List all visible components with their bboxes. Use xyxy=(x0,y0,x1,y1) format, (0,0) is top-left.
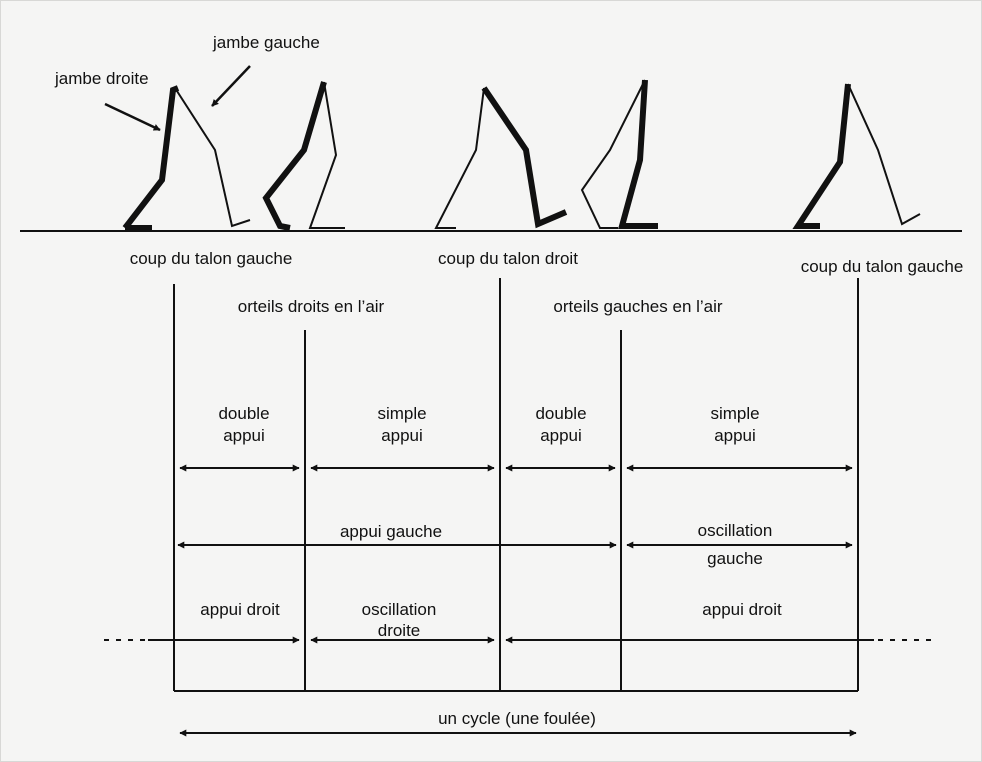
left-toes-off-label: orteils gauches en l’air xyxy=(553,297,723,316)
left-swing-line2: gauche xyxy=(707,549,763,568)
double-support-2-line1: double xyxy=(535,404,587,423)
right-swing-line1: oscillation xyxy=(361,600,437,619)
left-heel-strike-1-label: coup du talon gauche xyxy=(129,249,293,268)
right-heel-strike-label: coup du talon droit xyxy=(438,249,578,268)
leg-figure-5 xyxy=(792,83,921,229)
leg-figure-3 xyxy=(434,86,568,229)
leg-figures xyxy=(122,79,921,231)
cycle-label: un cycle (une foulée) xyxy=(438,709,596,728)
left-heel-strike-2-label: coup du talon gauche xyxy=(800,257,964,276)
right-leg-label: jambe droite xyxy=(55,69,149,88)
simple-support-2-line2: appui xyxy=(714,426,756,445)
right-support-after-label: appui droit xyxy=(702,600,782,619)
left-leg-label: jambe gauche xyxy=(213,33,320,52)
leg-figure-4 xyxy=(580,79,658,229)
right-leg-pointer xyxy=(104,102,161,132)
double-support-1-line1: double xyxy=(218,404,270,423)
leg-figure-1 xyxy=(122,85,251,231)
leg-figure-2 xyxy=(262,81,345,231)
left-leg-pointer xyxy=(211,65,251,107)
double-support-2-line2: appui xyxy=(540,426,582,445)
simple-support-1-line2: appui xyxy=(381,426,423,445)
double-support-1-line2: appui xyxy=(223,426,265,445)
right-support-before-label: appui droit xyxy=(200,600,280,619)
event-lines xyxy=(173,278,859,692)
simple-support-2-line1: simple xyxy=(710,404,760,423)
left-support-label: appui gauche xyxy=(339,522,443,541)
right-toes-off-label: orteils droits en l’air xyxy=(237,297,385,316)
left-swing-line1: oscillation xyxy=(697,521,773,540)
right-swing-line2: droite xyxy=(377,621,421,640)
simple-support-1-line1: simple xyxy=(377,404,427,423)
